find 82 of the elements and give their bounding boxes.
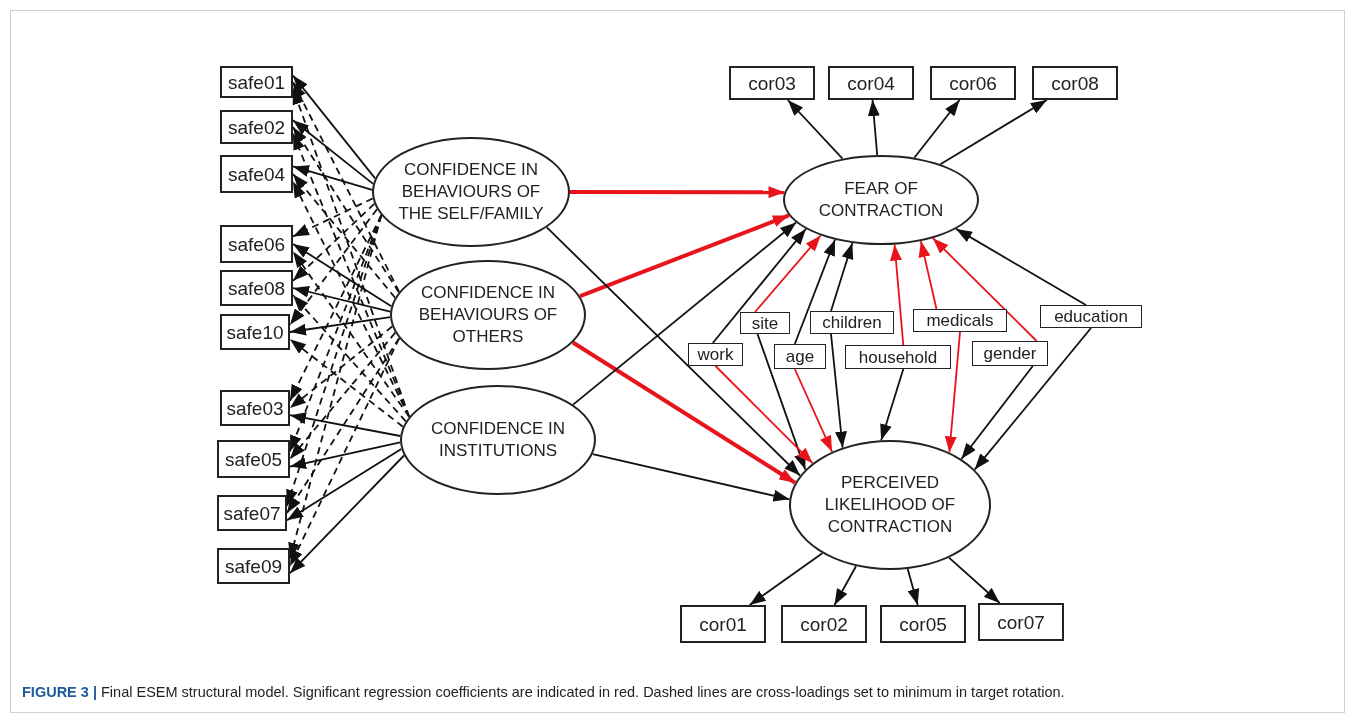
path-arrow <box>939 99 1048 166</box>
latent-variable-label: CONFIDENCE IN INSTITUTIONS <box>429 417 567 462</box>
path-arrow <box>572 221 797 406</box>
path-arrow <box>289 441 401 470</box>
cross-loading-arrow <box>292 250 411 418</box>
observed-variable-box: safe10 <box>220 314 290 350</box>
covariate-box: gender <box>972 341 1048 366</box>
observed-variable-box: cor02 <box>781 605 867 643</box>
path-arrow <box>754 234 822 313</box>
path-arrow <box>793 368 833 453</box>
path-arrow <box>890 243 905 346</box>
path-arrow <box>292 74 376 180</box>
observed-variable-box: cor01 <box>680 605 766 643</box>
path-arrow <box>960 365 1034 460</box>
cross-loading-arrow <box>289 325 394 409</box>
cross-loading-arrow <box>289 337 401 567</box>
observed-variable-box: safe07 <box>217 495 287 531</box>
observed-variable-box: safe03 <box>220 390 290 426</box>
path-arrow <box>756 333 807 471</box>
path-arrow <box>292 285 392 313</box>
cross-loading-arrow <box>292 294 407 423</box>
path-arrow <box>711 228 807 344</box>
observed-variable-box: safe02 <box>220 110 293 144</box>
latent-variable-label: PERCEIVED LIKELIHOOD OF CONTRACTION <box>823 471 957 539</box>
path-arrow <box>292 119 374 185</box>
path-arrow <box>292 243 393 308</box>
observed-variable-box: safe01 <box>220 66 293 98</box>
cross-loading-arrow <box>292 81 401 293</box>
path-arrow <box>793 238 836 345</box>
path-arrow <box>748 552 824 606</box>
path-arrow <box>289 454 405 575</box>
path-arrow <box>830 242 854 312</box>
cross-loading-arrow <box>286 337 401 514</box>
observed-variable-box: safe05 <box>217 440 290 478</box>
covariate-box: medicals <box>913 309 1007 332</box>
covariate-box: age <box>774 344 826 369</box>
cross-loading-arrow <box>292 203 376 282</box>
path-arrow <box>289 316 391 336</box>
path-arrow <box>289 412 402 437</box>
observed-variable-box: safe09 <box>217 548 290 584</box>
path-arrow <box>292 165 373 191</box>
path-arrow <box>830 333 847 449</box>
observed-variable-box: safe06 <box>220 225 293 263</box>
observed-variable-box: cor07 <box>978 603 1064 641</box>
figure-caption: FIGURE 3 | Final ESEM structural model. Significant regression coefficients are indicated in red. Dashed lines are cross-loadings set to minimum in target rotation. <box>22 684 1066 700</box>
covariate-box: site <box>740 312 790 334</box>
latent-variable-label: CONFIDENCE IN BEHAVIOURS OF OTHERS <box>417 281 559 349</box>
cross-loading-arrow <box>289 338 404 428</box>
path-arrow <box>570 186 785 199</box>
path-arrow <box>973 327 1092 471</box>
path-arrow <box>955 228 1087 306</box>
observed-variable-box: cor05 <box>880 605 966 643</box>
path-arrow <box>545 226 801 477</box>
cross-loading-arrow <box>292 180 411 418</box>
observed-variable-box: cor04 <box>828 66 914 100</box>
cross-loading-arrow <box>292 126 400 294</box>
observed-variable-box: safe08 <box>220 270 293 306</box>
observed-variable-box: cor03 <box>729 66 815 100</box>
path-arrow <box>948 556 1001 604</box>
covariate-box: work <box>688 343 743 366</box>
path-arrow <box>714 365 814 465</box>
observed-variable-box: cor08 <box>1032 66 1118 100</box>
cross-loading-arrow <box>292 173 396 299</box>
path-arrow <box>944 331 961 454</box>
cross-loading-arrow <box>292 197 374 238</box>
observed-variable-box: cor06 <box>930 66 1016 100</box>
path-arrow <box>880 368 905 442</box>
covariate-box: children <box>810 311 894 334</box>
latent-variable-ellipse <box>789 440 991 570</box>
latent-variable-label: CONFIDENCE IN BEHAVIOURS OF THE SELF/FAMILY <box>397 158 545 226</box>
cross-loading-arrow <box>289 208 378 326</box>
path-arrow <box>286 448 403 522</box>
path-arrow <box>579 213 790 299</box>
cross-loading-arrow <box>289 331 397 460</box>
observed-variable-box: safe04 <box>220 155 293 193</box>
latent-variable-label: FEAR OF CONTRACTION <box>817 177 945 222</box>
path-arrow <box>932 237 1038 342</box>
covariate-box: household <box>845 345 951 369</box>
path-arrow <box>867 99 880 156</box>
latent-variable-ellipse <box>783 155 979 245</box>
covariate-box: education <box>1040 305 1142 328</box>
path-arrow <box>906 568 920 606</box>
